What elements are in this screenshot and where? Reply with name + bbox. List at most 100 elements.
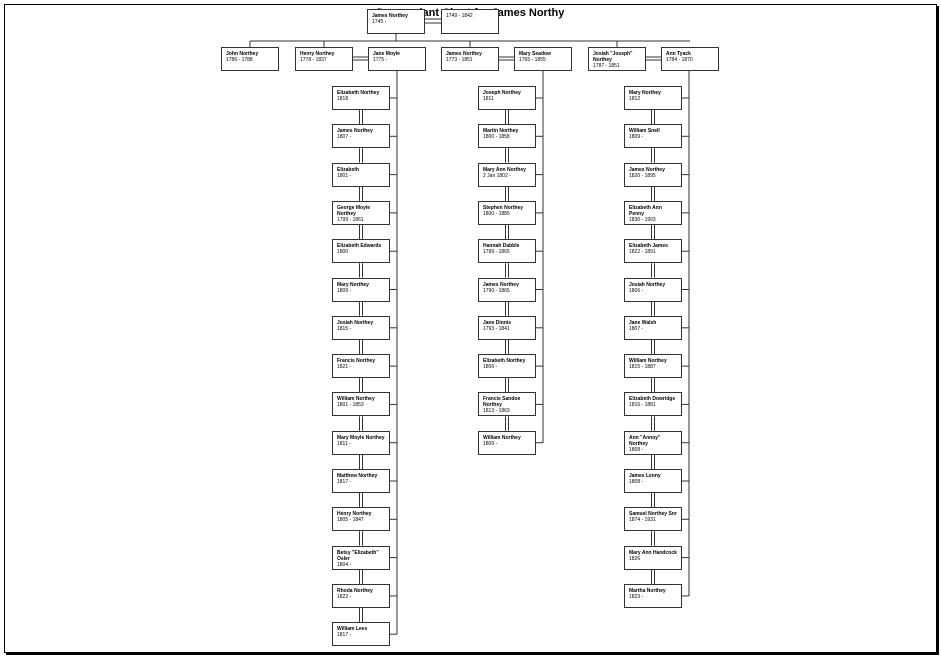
person-dates: 1807 - bbox=[629, 325, 644, 332]
person-name: James Northey bbox=[337, 128, 373, 135]
person-name: Jane Moyle bbox=[373, 51, 400, 57]
person-name: Josiah Northey bbox=[629, 281, 666, 288]
person-name: Josiah Northey bbox=[337, 319, 374, 326]
person-name: Hannah Dabble bbox=[483, 243, 520, 250]
person-name: Mary Northey bbox=[629, 90, 661, 96]
person-name: James Lenny bbox=[629, 473, 661, 479]
person-name: William Snell bbox=[629, 128, 660, 135]
person-dates: 1765 - 1855 bbox=[519, 57, 546, 63]
person-dates: 1874 - 1931 bbox=[629, 517, 656, 524]
person-name: Mary Ann Handcock bbox=[629, 549, 677, 556]
person-dates: 1808 - bbox=[629, 446, 644, 453]
person-dates: 1818 bbox=[337, 96, 349, 102]
person-name: Ann "Annoy" Northey bbox=[629, 434, 661, 447]
chart-frame bbox=[4, 4, 937, 653]
person-name: James Northey bbox=[483, 281, 519, 288]
person-dates: 1807 - bbox=[337, 134, 352, 141]
person-name: John Northey bbox=[226, 51, 259, 57]
person-dates: 1817 - bbox=[337, 479, 352, 485]
person-name: Elizabeth Edwards bbox=[337, 243, 382, 250]
person-name: Elizabeth Ann Penny bbox=[629, 204, 662, 217]
person-dates: 1745 - bbox=[372, 19, 387, 25]
person-name: Mary Moyle Northey bbox=[337, 434, 385, 441]
person-name: William Northey bbox=[337, 396, 375, 403]
person-dates: 1806 - bbox=[629, 287, 644, 294]
person-name: Stephen Northey bbox=[483, 204, 524, 211]
person-dates: 1816 - 1881 bbox=[629, 402, 656, 409]
person-dates: 1822 - 1891 bbox=[629, 249, 656, 256]
person-dates: 1817 - bbox=[337, 632, 352, 639]
person-dates: 1790 - 1865 bbox=[483, 287, 510, 294]
person-name: James Northey bbox=[629, 166, 665, 173]
person-name: Francis Northey bbox=[337, 358, 376, 365]
person-name: William Northey bbox=[483, 434, 521, 441]
person-name: Betsy "Elizabeth" Osler bbox=[337, 549, 379, 562]
person-dates: 1793 - 1841 bbox=[483, 325, 510, 332]
person-dates: 1800 - 1885 bbox=[483, 210, 510, 217]
person-name: Jane Walsh bbox=[629, 319, 657, 326]
person-dates: 1808 - bbox=[629, 479, 644, 485]
person-dates: 1800 bbox=[337, 249, 349, 256]
person-dates: 1787 - 1851 bbox=[593, 63, 620, 69]
person-dates: 1775 - bbox=[373, 57, 388, 63]
person-dates: 1813 - 1863 bbox=[483, 408, 510, 415]
person-box[interactable]: 1749 - 1842 bbox=[441, 9, 499, 34]
person-name: Martin Northey bbox=[483, 128, 519, 135]
person-name: Elizabeth Dowridge bbox=[629, 396, 676, 403]
person-dates: 1804 - bbox=[337, 561, 352, 568]
person-dates: 1801 - 1853 bbox=[337, 402, 364, 409]
person-dates: 2 Jan 1802 - bbox=[483, 172, 511, 179]
person-dates: 1801 - bbox=[337, 172, 352, 179]
person-dates: 1786 - 1788 bbox=[226, 57, 253, 63]
person-dates: 1820 - 1895 bbox=[629, 172, 656, 179]
